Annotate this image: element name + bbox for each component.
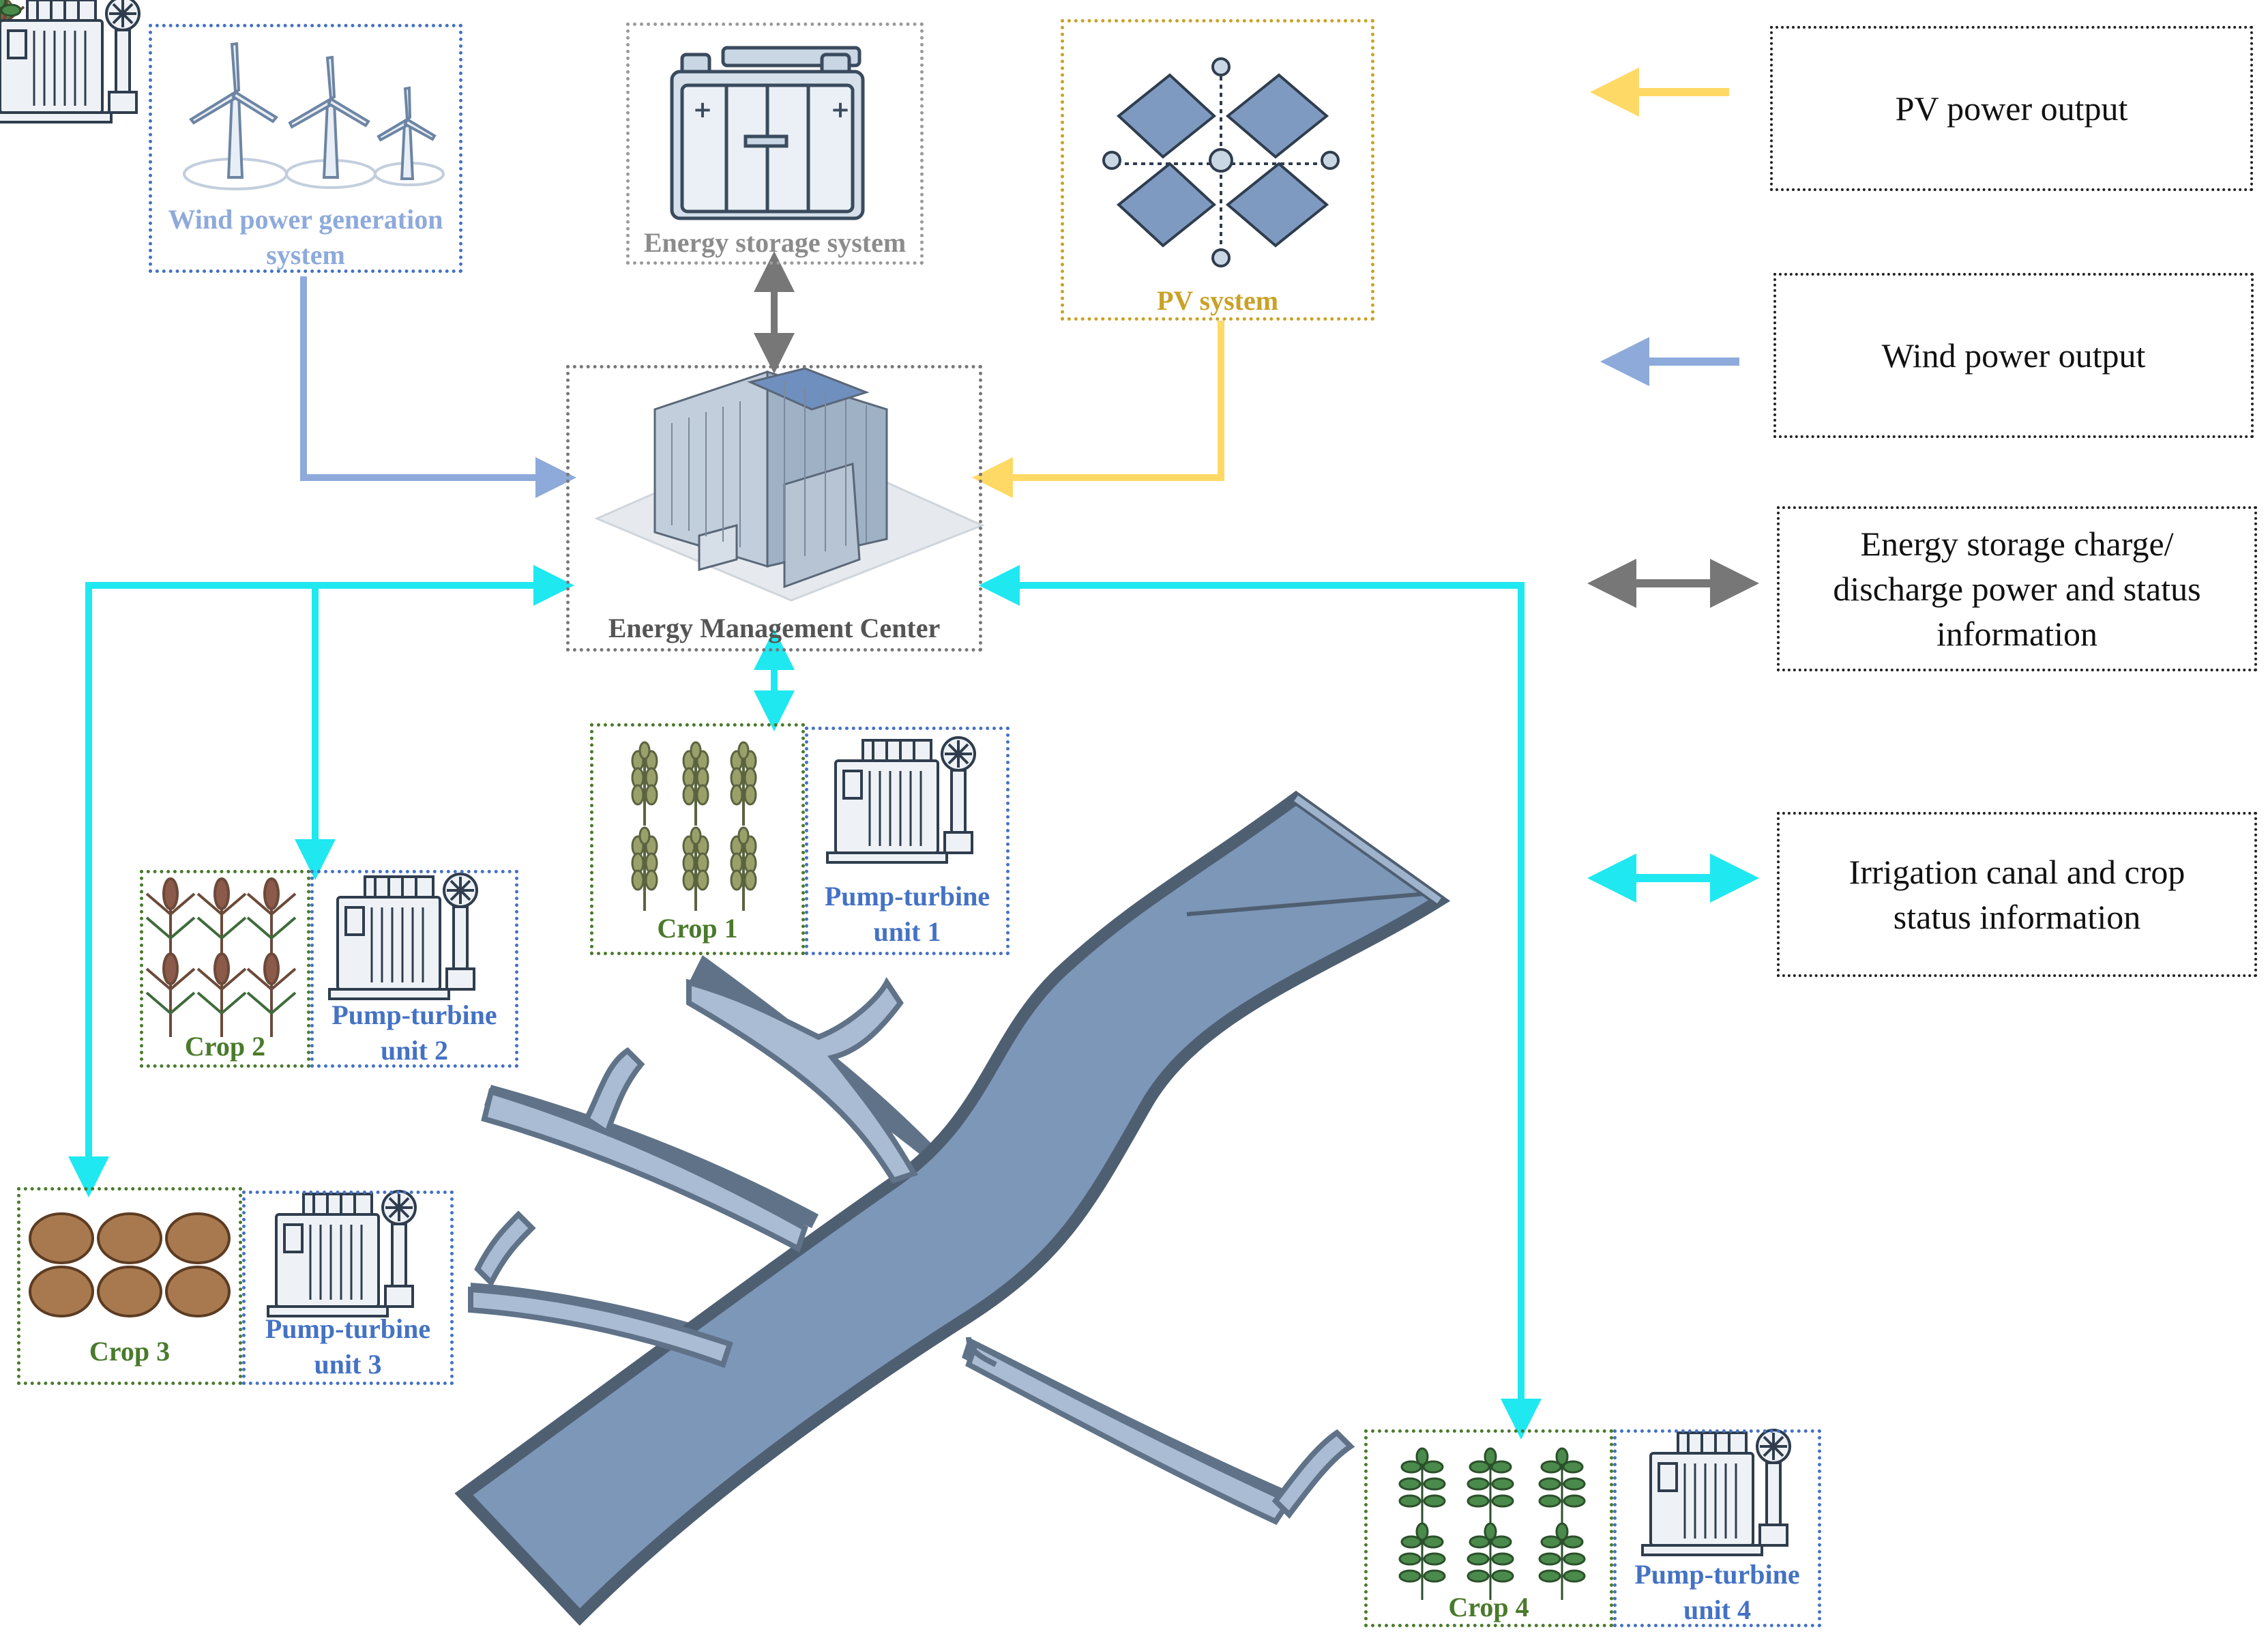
solar-panel-icon <box>1102 57 1340 267</box>
building-icon <box>594 367 985 602</box>
legend-storage-box: Energy storage charge/ discharge power a… <box>1777 506 2257 671</box>
pump3-label: Pump-turbine unit 3 <box>265 1313 431 1380</box>
storage-system-label: Energy storage system <box>643 227 907 258</box>
battery-icon: + + <box>670 46 865 220</box>
pv-system-box <box>1061 19 1374 321</box>
legend-wind-text: Wind power output <box>1881 336 2146 375</box>
svg-text:+: + <box>831 96 851 123</box>
legend-storage-text: Energy storage charge/ discharge power a… <box>1833 525 2201 653</box>
pump-turbine-icon <box>0 0 141 123</box>
storage-system-box <box>626 23 924 265</box>
legend-pv-text: PV power output <box>1895 89 2128 128</box>
crop3-label: Crop 3 <box>89 1336 171 1367</box>
pump1-label: Pump-turbine unit 1 <box>824 881 990 947</box>
irrigation-canal <box>454 790 1451 1626</box>
emc-label: Energy Management Center <box>608 613 941 643</box>
pump2-box <box>310 870 518 1068</box>
wind-system-box <box>149 24 462 273</box>
crop4-box <box>1364 1429 1613 1627</box>
pump2-label: Pump-turbine unit 2 <box>332 1000 497 1066</box>
wind-turbine-icon <box>183 42 445 190</box>
wind-output-arrow <box>300 276 576 498</box>
svg-text:+: + <box>693 96 713 123</box>
crop2-box <box>140 870 310 1068</box>
crop1-box <box>590 723 805 955</box>
crop2-label: Crop 2 <box>184 1031 266 1062</box>
emc-box <box>566 365 982 652</box>
legend-wind-box: Wind power output <box>1773 273 2254 438</box>
crop3-box <box>17 1187 242 1385</box>
pump1-box <box>805 727 1010 955</box>
legend-pv-box: PV power output <box>1770 26 2253 191</box>
pv-system-label: PV system <box>1156 285 1279 316</box>
pump4-box <box>1613 1429 1821 1627</box>
crop3-potatoes <box>29 1212 231 1317</box>
pump3-box <box>242 1191 454 1385</box>
legend-irrigation-text: Irrigation canal and crop status informa… <box>1849 853 2185 936</box>
pump4-label: Pump-turbine unit 4 <box>1634 1559 1800 1625</box>
crop4-label: Crop 4 <box>1448 1592 1529 1622</box>
wind-system-label: Wind power generation system <box>168 204 443 270</box>
pv-output-arrow <box>972 321 1224 498</box>
crop1-label: Crop 1 <box>657 913 738 944</box>
legend-irrigation-box: Irrigation canal and crop status informa… <box>1777 812 2257 977</box>
